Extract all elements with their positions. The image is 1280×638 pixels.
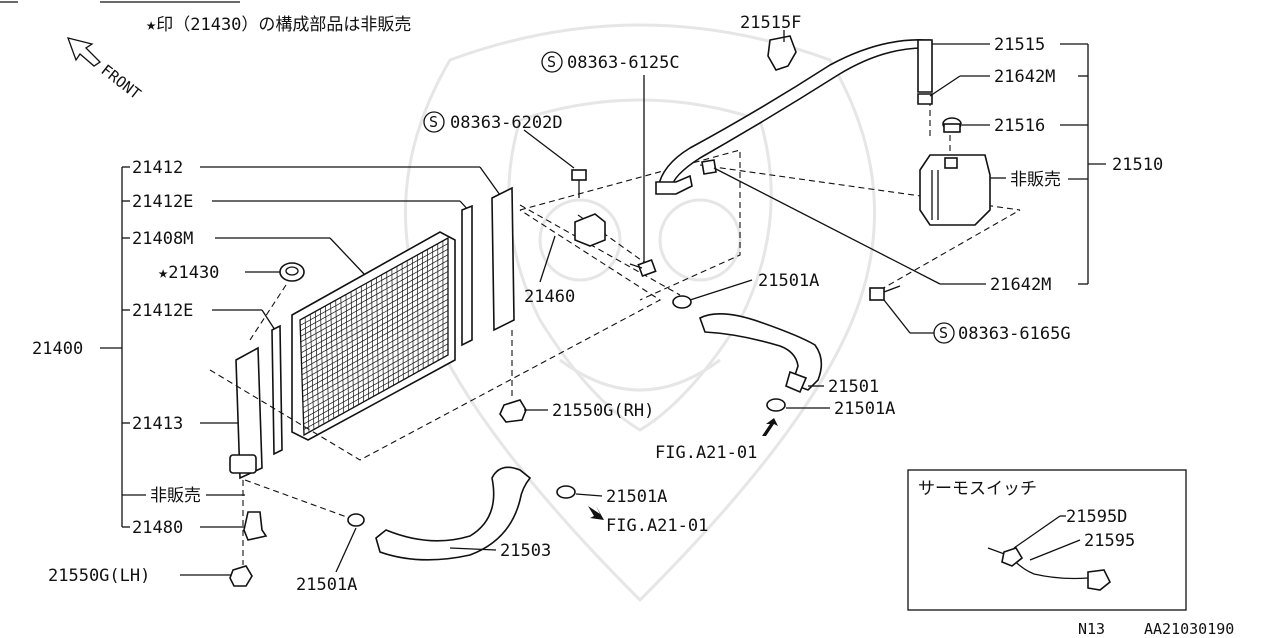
svg-text:S: S [939, 324, 948, 342]
front-label: FRONT [98, 61, 145, 103]
leader-lines-left [180, 166, 501, 576]
front-arrow-icon: FRONT [66, 37, 145, 103]
svg-text:S: S [547, 53, 556, 71]
side-panel-21412 [491, 186, 515, 332]
label-21550G-RH: 21550G(RH) [552, 401, 654, 421]
footer-code: AA21030190 [1144, 620, 1234, 638]
label-hihanbai-right: 非販売 [1010, 170, 1061, 190]
label-21412E-lower: 21412E [132, 301, 193, 321]
assembly-bracket-21510 [1060, 43, 1106, 285]
clip-21515F [767, 35, 797, 71]
label-21412E-upper: 21412E [132, 192, 193, 212]
bolt-symbol-icon: S [541, 51, 563, 73]
bolt-symbol-icon: S [423, 111, 445, 133]
thermo-connector-icon [1087, 569, 1112, 591]
label-08363-6202D: 08363-6202D [450, 113, 563, 133]
label-21413: 21413 [132, 414, 183, 434]
clip-21642M-upper [917, 93, 933, 105]
side-panel-21412E [461, 204, 473, 347]
inset-thermo-switch: サーモスイッチ 21595D 21595 [907, 469, 1187, 611]
plug-21480 [243, 511, 268, 541]
clamp-21501A-top [672, 295, 692, 309]
bolt-symbol-icon: S [933, 322, 955, 344]
clamp-21501A-bottom [347, 513, 365, 527]
assembly-bracket-21400 [100, 166, 146, 528]
label-21595D: 21595D [1066, 507, 1127, 527]
fig-arrow-upper-icon [762, 418, 778, 436]
label-08363-6165G: 08363-6165G [958, 324, 1071, 344]
upper-hose-21501 [699, 313, 823, 391]
inset-title: サーモスイッチ [918, 479, 1037, 499]
label-21503: 21503 [500, 541, 551, 561]
bolt-6125C-icon [629, 258, 657, 278]
reservoir-cap-21516 [942, 117, 962, 133]
label-21412: 21412 [132, 158, 183, 178]
label-21501A-bottom: 21501A [296, 575, 357, 595]
label-21501: 21501 [828, 377, 879, 397]
side-panel-21412E-lower [271, 324, 283, 456]
mount-21550G-RH [499, 399, 527, 423]
bracket-21460 [574, 213, 606, 247]
note-text: ★印（21430）の構成部品は非販売 [146, 15, 411, 35]
label-fig-a21-01-upper: FIG.A21-01 [655, 443, 757, 463]
label-21430: ★21430 [158, 263, 219, 283]
label-21480: 21480 [132, 518, 183, 538]
thermo-switch-icon [1001, 547, 1024, 567]
bolt-6202D-icon [571, 169, 587, 198]
leader-lines-right [335, 30, 1006, 573]
label-21460: 21460 [524, 287, 575, 307]
label-21400: 21400 [32, 339, 83, 359]
watermark-emblem [403, 23, 877, 603]
svg-text:S: S [429, 113, 438, 131]
label-21501A-top: 21501A [758, 271, 819, 291]
upper-hose-end [785, 370, 808, 394]
bolt-6165G-icon [869, 285, 901, 301]
radiator-core [291, 231, 456, 441]
fig-arrow-lower-icon [588, 506, 604, 520]
footer-model: N13 [1078, 620, 1105, 638]
label-21550G-LH: 21550G(LH) [48, 566, 150, 586]
reservoir-hose-21515 [657, 39, 931, 189]
label-hihanbai-left: 非販売 [150, 486, 201, 506]
radiator-cap-21430 [279, 262, 305, 282]
label-08363-6125C: 08363-6125C [567, 53, 680, 73]
clamp-21501A-r2 [766, 398, 786, 412]
label-21501A-right: 21501A [834, 399, 895, 419]
label-fig-a21-01-lower: FIG.A21-01 [606, 516, 708, 536]
label-21642M-upper: 21642M [994, 67, 1055, 87]
reservoir-hose-lower-end [655, 174, 693, 195]
reservoir-tank-21510 [919, 154, 991, 226]
side-tank-21413 [235, 346, 263, 480]
label-21515: 21515 [994, 35, 1045, 55]
label-21642M-lower: 21642M [990, 275, 1051, 295]
lower-hose-21503 [375, 466, 532, 561]
label-21510: 21510 [1112, 155, 1163, 175]
label-21501A-mid: 21501A [606, 487, 667, 507]
label-21515F: 21515F [740, 13, 801, 33]
dashed-guides [209, 100, 1021, 565]
label-21516: 21516 [994, 116, 1045, 136]
drain-fitting [229, 454, 257, 474]
clamp-21501A-mid [556, 485, 576, 499]
label-21408M: 21408M [132, 229, 193, 249]
label-21595: 21595 [1084, 531, 1135, 551]
mount-21550G-LH [229, 565, 253, 587]
reservoir-hose-end [917, 39, 933, 93]
clip-21642M-lower [701, 159, 717, 175]
